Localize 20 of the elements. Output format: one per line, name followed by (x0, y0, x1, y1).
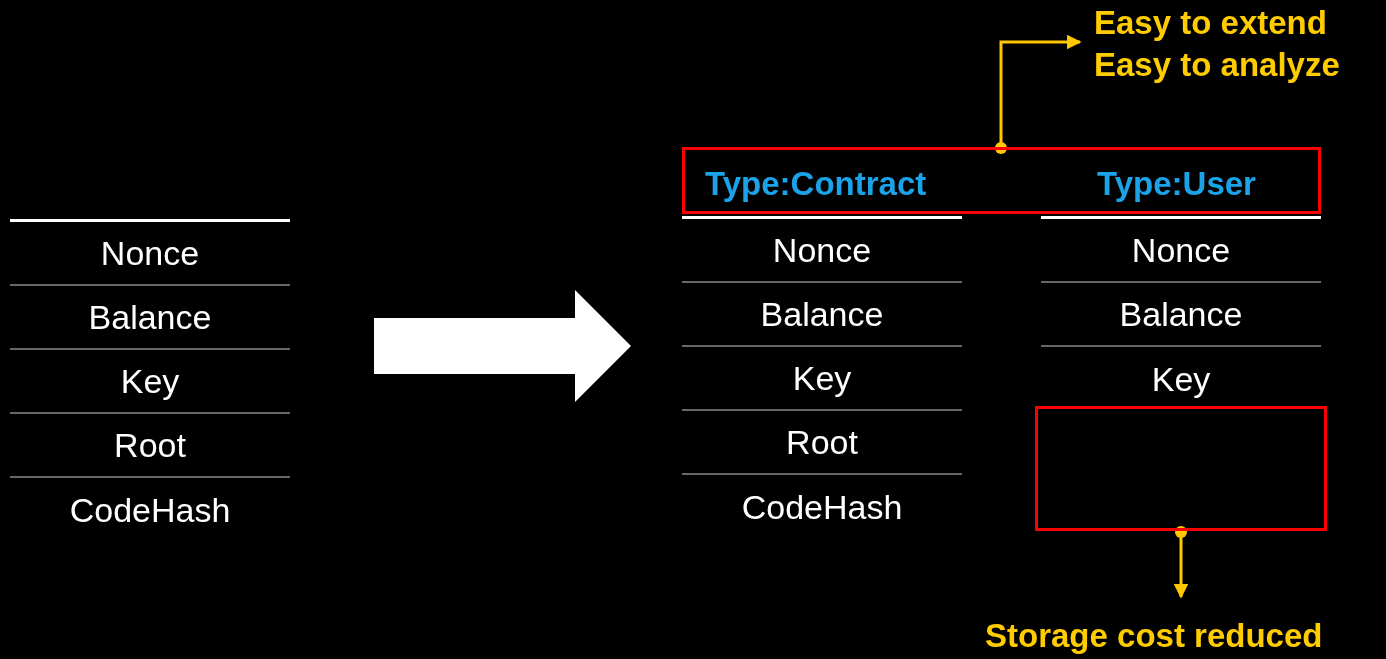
highlight-box (1035, 406, 1327, 531)
highlight-box (682, 147, 1321, 214)
table-cell: Balance (1041, 283, 1321, 347)
note-text: Easy to analyze (1094, 45, 1341, 85)
table-cell: Balance (10, 286, 290, 350)
table-cell: Nonce (1041, 219, 1321, 283)
type-label: Type:User (1097, 165, 1256, 203)
table-cell: CodeHash (682, 475, 962, 539)
table-cell: Root (10, 414, 290, 478)
table-cell: Balance (682, 283, 962, 347)
type-label: Type:Contract (705, 165, 927, 203)
table-cell: Nonce (10, 222, 290, 286)
table-cell: Root (682, 411, 962, 475)
table-cell: Key (1041, 347, 1321, 411)
table-cell: Key (682, 347, 962, 411)
table-cell: CodeHash (10, 478, 290, 542)
table-cell: Nonce (682, 219, 962, 283)
note-text: Easy to extend (1094, 3, 1328, 43)
note-text: Storage cost reduced (985, 616, 1324, 656)
table-cell: Key (10, 350, 290, 414)
